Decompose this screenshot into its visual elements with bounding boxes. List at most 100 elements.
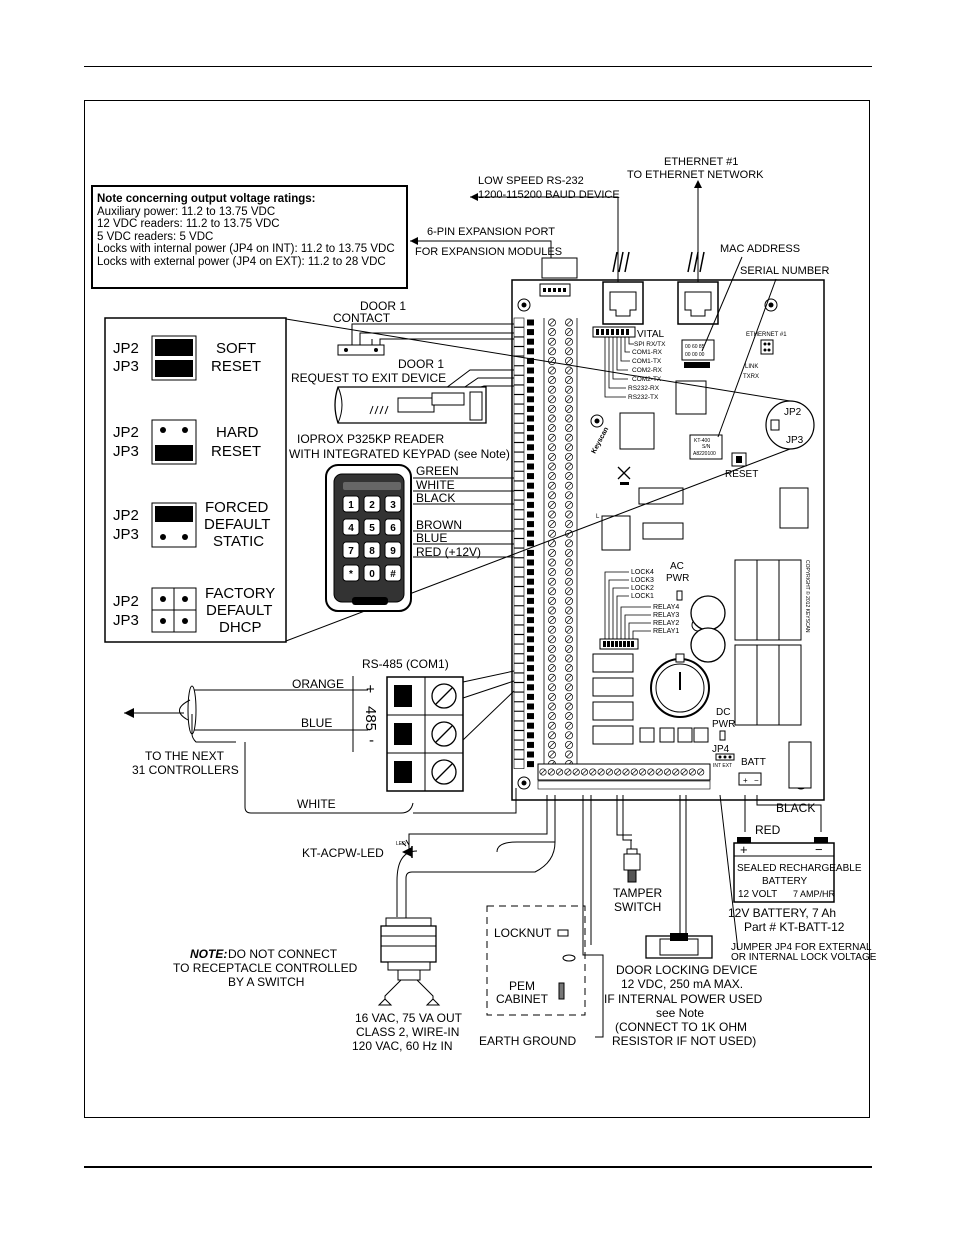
reader-label-1: IOPROX P325KP READER	[297, 432, 445, 446]
tamper-label-2: SWITCH	[614, 900, 661, 914]
door-contact	[337, 344, 385, 356]
relay2-label: RELAY2	[653, 620, 679, 627]
header-rule	[84, 66, 872, 67]
ethernet-label-1: ETHERNET #1	[664, 156, 738, 168]
svg-text:L: L	[596, 514, 600, 520]
lock4-label: LOCK4	[631, 569, 654, 576]
lock-label-2: 12 VDC, 250 mA MAX.	[621, 977, 743, 991]
voltage-note-line: 12 VDC readers: 11.2 to 13.75 VDC	[97, 218, 280, 231]
door-contact-label-1: DOOR 1	[360, 299, 406, 313]
rs485-title: RS-485 (COM1)	[362, 657, 449, 671]
orange-wire-label: ORANGE	[292, 677, 344, 691]
int-ext-label: INT EXT	[713, 763, 732, 769]
led-label-4: COM2-TX	[632, 376, 662, 383]
black-wire-label: BLACK	[776, 801, 815, 815]
board-jp3-label: JP3	[786, 435, 804, 446]
rs485-plus: +	[366, 681, 375, 698]
relay1-label: RELAY1	[653, 628, 679, 635]
keypad-key	[363, 541, 381, 559]
rs485-minus: -	[369, 732, 374, 749]
led-label-2: COM1-TX	[632, 358, 662, 365]
soft-reset-label-2: RESET	[211, 358, 261, 375]
reader-label-2: WITH INTEGRATED KEYPAD (see Note)	[289, 447, 510, 461]
serial-number-label: SERIAL NUMBER	[740, 265, 830, 277]
hard-jp2-label: JP2	[113, 424, 139, 441]
ac-power-led-label: KT-ACPW-LED	[302, 846, 384, 860]
door-lock: DOOR LOCKING DEVICE 12 VDC, 250 mA MAX. …	[604, 933, 763, 1048]
blue-wire-label: BLUE	[301, 716, 332, 730]
svg-text:COPYRIGHT © 2012 KEYSCAN: COPYRIGHT © 2012 KEYSCAN	[804, 560, 811, 633]
battery: BLACK RED + − SEALED RECHARGEABLE BATTER…	[728, 801, 877, 963]
relay4-label: RELAY4	[653, 604, 679, 611]
mac-address-label: MAC ADDRESS	[720, 243, 800, 255]
expansion-label-1: 6-PIN EXPANSION PORT	[427, 226, 555, 238]
keypad-key-label: 8	[369, 546, 375, 557]
serial-tag-1: KT-400	[694, 438, 710, 444]
rs485-number: 485	[362, 706, 379, 731]
board-reset-label: RESET	[725, 469, 758, 480]
svg-text:+: +	[743, 776, 748, 785]
rex-label-1: DOOR 1	[398, 357, 444, 371]
svg-text:−: −	[754, 776, 759, 785]
voltage-note-box: Note concerning output voltage ratings: …	[91, 185, 408, 289]
led-label-3: COM2-RX	[632, 367, 663, 374]
power-note-3: BY A SWITCH	[228, 975, 304, 989]
vital-label: VITAL	[637, 329, 664, 340]
relay3-label: RELAY3	[653, 612, 679, 619]
cabinet-label: CABINET	[496, 992, 549, 1006]
forced-label-2: DEFAULT	[204, 516, 270, 533]
tamper-switch: TAMPER SWITCH	[613, 848, 662, 914]
forced-label-1: FORCED	[205, 499, 269, 516]
door-contact-label-2: CONTACT	[333, 311, 391, 325]
lock-label-1: DOOR LOCKING DEVICE	[616, 963, 757, 977]
jp4-label: JP4	[712, 744, 730, 755]
factory-label-3: DHCP	[219, 619, 262, 636]
battery-caption-2: Part # KT-BATT-12	[744, 920, 845, 934]
reader-wire-label: WHITE	[416, 478, 455, 492]
board-eth1-label: ETHERNET #1	[746, 332, 787, 338]
power-note-bold: NOTE:	[190, 947, 227, 961]
rex-label-2: REQUEST TO EXIT DEVICE	[291, 371, 446, 385]
keypad-key	[363, 495, 381, 513]
forced-jp2-label: JP2	[113, 507, 139, 524]
keypad-key-label: 0	[369, 569, 375, 580]
factory-label-1: FACTORY	[205, 585, 275, 602]
keypad-key-label: 3	[390, 500, 396, 511]
keypad-key	[342, 518, 360, 536]
keypad-key-label: 7	[348, 546, 354, 557]
lock-label-4: see Note	[656, 1006, 704, 1020]
battery-minus: −	[815, 842, 823, 857]
factory-label-2: DEFAULT	[206, 602, 272, 619]
keypad-key-label: 2	[369, 500, 375, 511]
keypad-key-label: 1	[348, 500, 354, 511]
soft-jp2-label: JP2	[113, 340, 139, 357]
reader-wire-label: BLUE	[416, 531, 447, 545]
serial-tag-2: S/N	[702, 444, 711, 450]
transformer-label-2: CLASS 2, WIRE-IN	[356, 1025, 459, 1039]
keypad-key	[384, 495, 402, 513]
keypad-key	[342, 495, 360, 513]
keypad-key	[363, 518, 381, 536]
battery-caption-1: 12V BATTERY, 7 Ah	[728, 906, 836, 920]
voltage-note-line: Locks with external power (JP4 on EXT): …	[97, 255, 386, 268]
transformer-label-3: 120 VAC, 60 Hz IN	[352, 1039, 453, 1053]
led-label-5: RS232-RX	[628, 385, 660, 392]
pem-label: PEM	[509, 979, 535, 993]
lock2-label: LOCK2	[631, 585, 654, 592]
led-label-1: COM1-RX	[632, 349, 663, 356]
lock-label-6: RESISTOR IF NOT USED)	[612, 1034, 756, 1048]
reader-wire-label: GREEN	[416, 464, 459, 478]
voltage-note-line: Auxiliary power: 11.2 to 13.75 VDC	[97, 205, 276, 218]
serial-tag-3: A8220100	[693, 451, 716, 457]
keypad-key-label: 4	[348, 523, 354, 534]
hard-jp3-label: JP3	[113, 443, 139, 460]
keypad-key	[384, 518, 402, 536]
voltage-note-title: Note concerning output voltage ratings:	[97, 193, 316, 205]
diagram-frame	[84, 100, 870, 1118]
keypad-key	[384, 541, 402, 559]
batt-label: BATT	[741, 757, 766, 768]
reader-wire-label: BLACK	[416, 491, 455, 505]
power-note-2: TO RECEPTACLE CONTROLLED	[173, 961, 358, 975]
forced-jp3-label: JP3	[113, 526, 139, 543]
